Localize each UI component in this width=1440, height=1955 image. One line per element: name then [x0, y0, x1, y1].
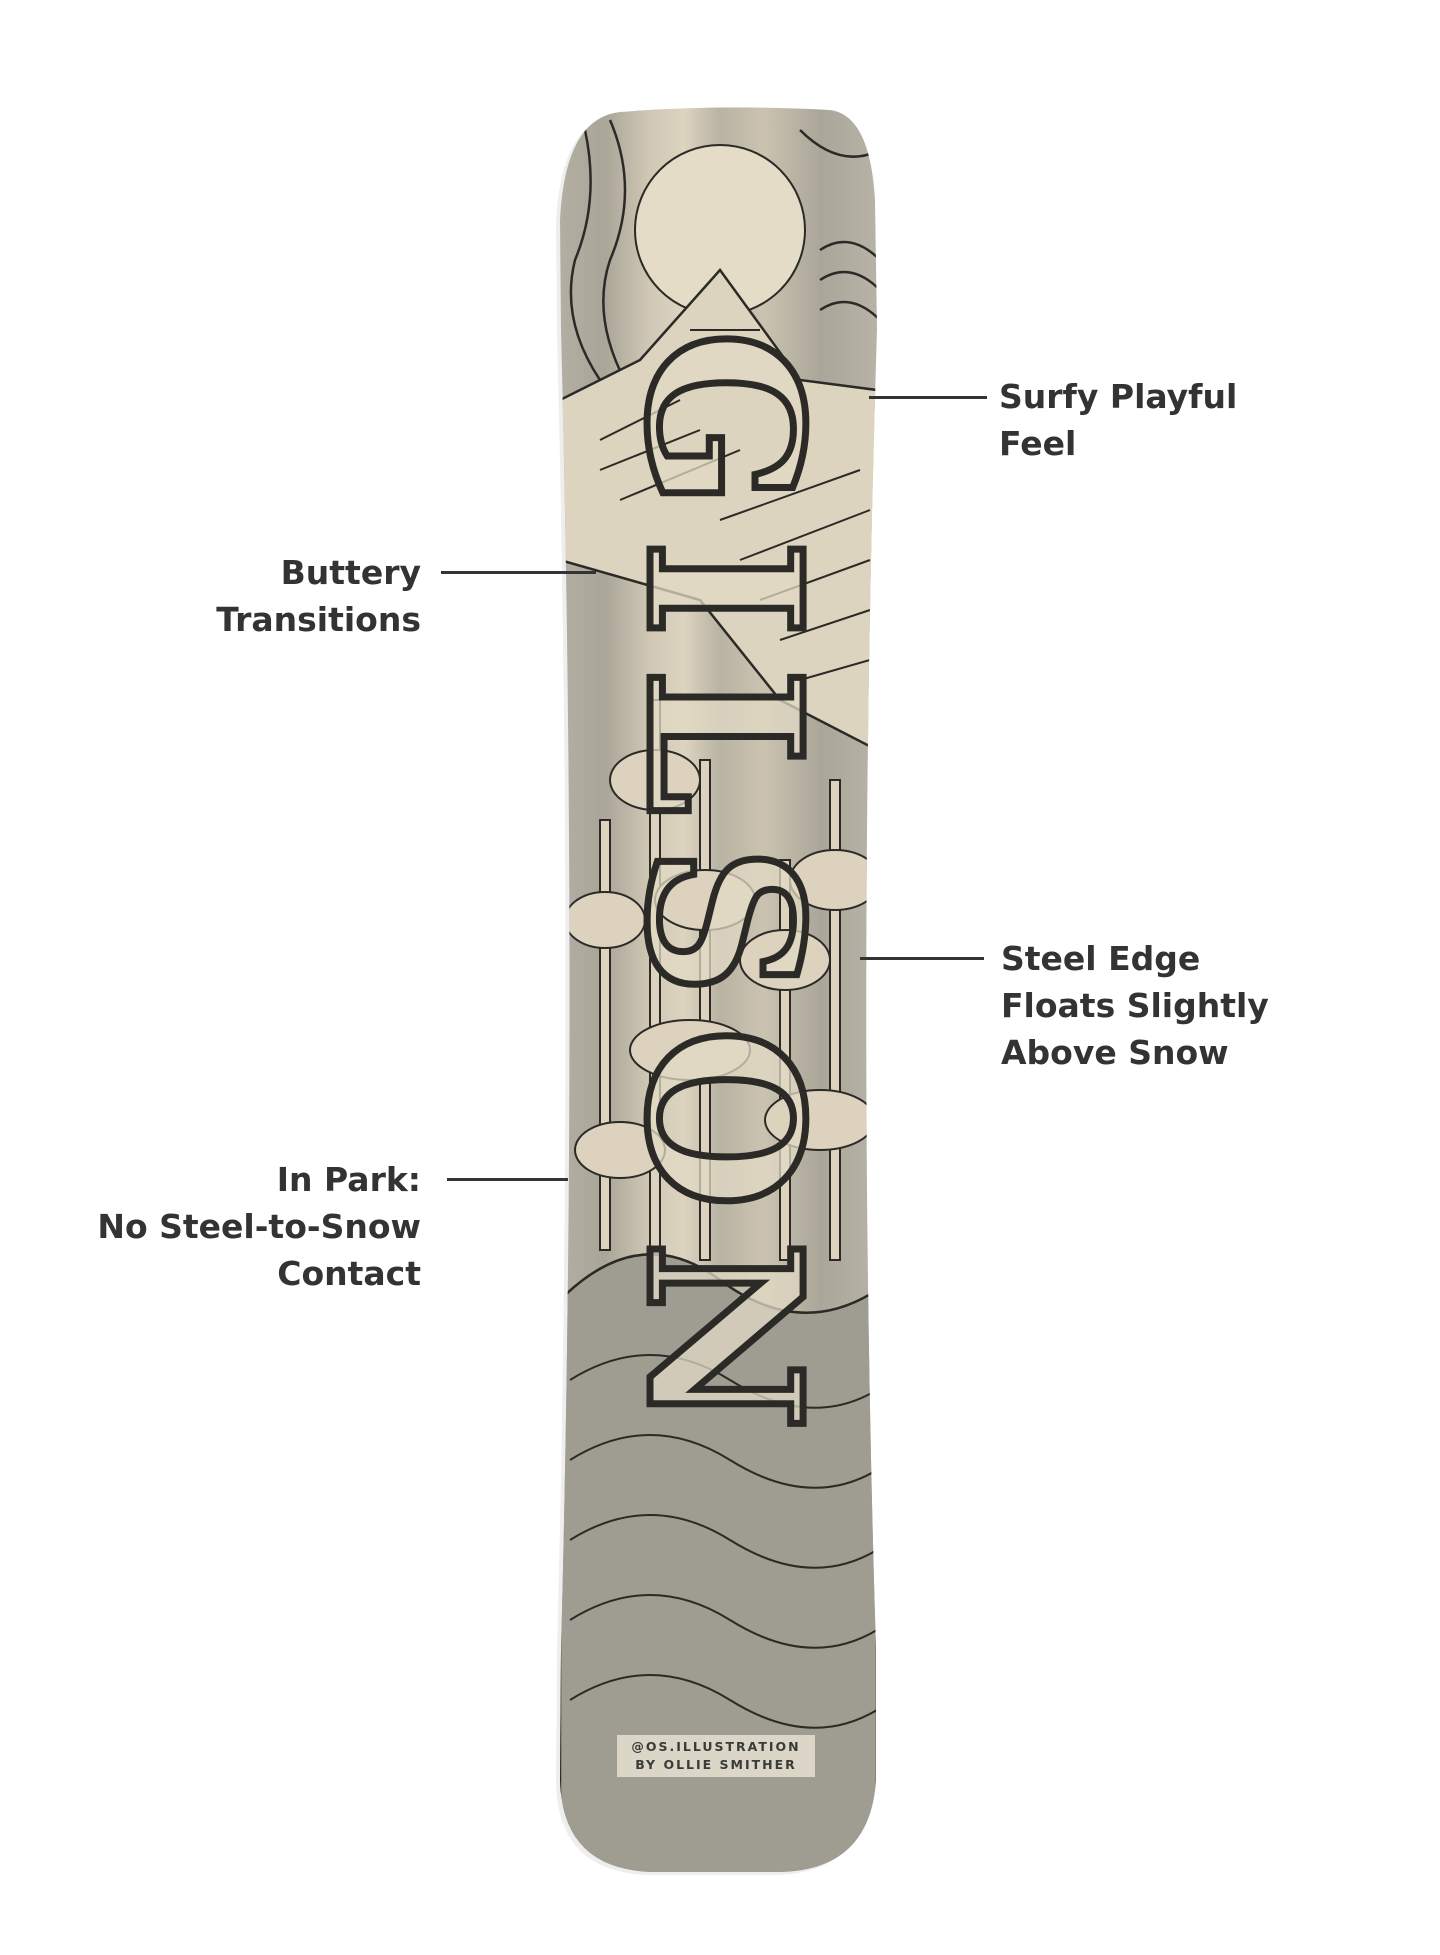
callout-buttery-transitions: Buttery Transitions: [216, 549, 421, 643]
board-artwork: GILSON: [560, 107, 877, 1872]
callout-line: Above Snow: [1001, 1033, 1229, 1072]
callout-line: No Steel-to-Snow: [97, 1207, 421, 1246]
forest-graphic: [564, 699, 877, 1261]
callout-surfy-playful-feel: Surfy Playful Feel: [999, 373, 1237, 467]
callout-line: Steel Edge: [1001, 939, 1201, 978]
waves-graphic: [560, 1253, 877, 1872]
mountains-graphic: [560, 268, 877, 753]
leader-line-surfy: [869, 396, 987, 399]
leader-line-in-park: [447, 1178, 568, 1181]
callout-in-park: In Park: No Steel-to-Snow Contact: [97, 1156, 421, 1297]
credit-line: @OS.ILLUSTRATION: [631, 1739, 801, 1754]
callout-line: Surfy Playful: [999, 377, 1238, 416]
credit-line: BY OLLIE SMITHER: [635, 1757, 797, 1772]
leader-line-steel-edge: [860, 957, 984, 960]
callout-steel-edge: Steel Edge Floats Slightly Above Snow: [1001, 935, 1269, 1076]
callout-line: Buttery: [280, 553, 421, 592]
callout-line: Transitions: [216, 600, 421, 639]
callout-line: Floats Slightly: [1001, 986, 1269, 1025]
leader-line-buttery: [441, 571, 596, 574]
callout-line: Contact: [277, 1254, 421, 1293]
artist-credit: @OS.ILLUSTRATION BY OLLIE SMITHER: [617, 1735, 815, 1777]
board-logo-text: GILSON: [600, 330, 847, 1462]
callout-line: Feel: [999, 424, 1077, 463]
callout-line: In Park:: [276, 1160, 421, 1199]
